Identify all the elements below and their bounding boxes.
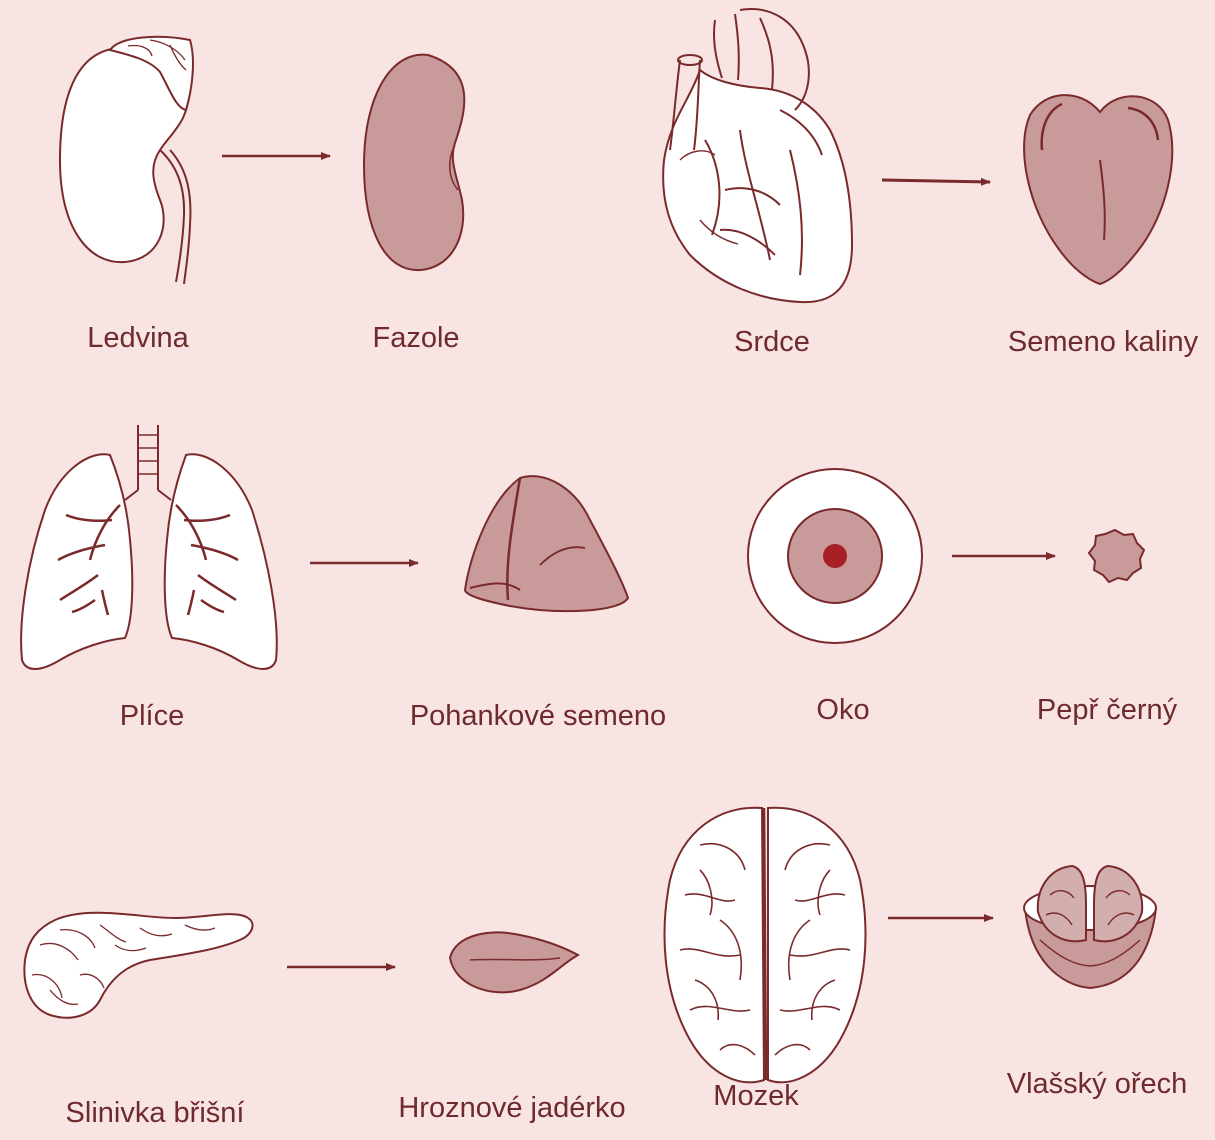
label-semeno-kaliny: Semeno kaliny [1008,326,1198,359]
label-vlassky-orech: Vlašský ořech [1007,1068,1188,1101]
label-mozek: Mozek [713,1080,798,1113]
arrow-heart-viburnum [882,180,990,182]
heart-icon [663,9,852,302]
pancreas-icon [24,913,252,1018]
walnut-icon [1024,866,1156,988]
label-pepr-cerny: Pepř černý [1037,694,1177,727]
label-ledvina: Ledvina [87,322,189,355]
label-hroznove-jaderko: Hroznové jadérko [398,1092,625,1125]
lungs-icon [21,425,277,669]
kidney-icon [60,37,193,284]
eye-icon [748,469,922,643]
viburnum-seed-icon [1024,95,1172,284]
label-srdce: Srdce [734,326,810,359]
bean-icon [364,55,464,270]
label-slinivka-brisni: Slinivka břišní [66,1097,245,1130]
label-fazole: Fazole [372,322,459,355]
buckwheat-seed-icon [465,476,628,611]
label-oko: Oko [816,694,869,727]
label-pohankove-semeno: Pohankové semeno [410,700,666,733]
label-plice: Plíce [120,700,184,733]
brain-icon [665,808,866,1083]
grape-seed-icon [450,932,578,992]
black-pepper-icon [1089,530,1144,582]
